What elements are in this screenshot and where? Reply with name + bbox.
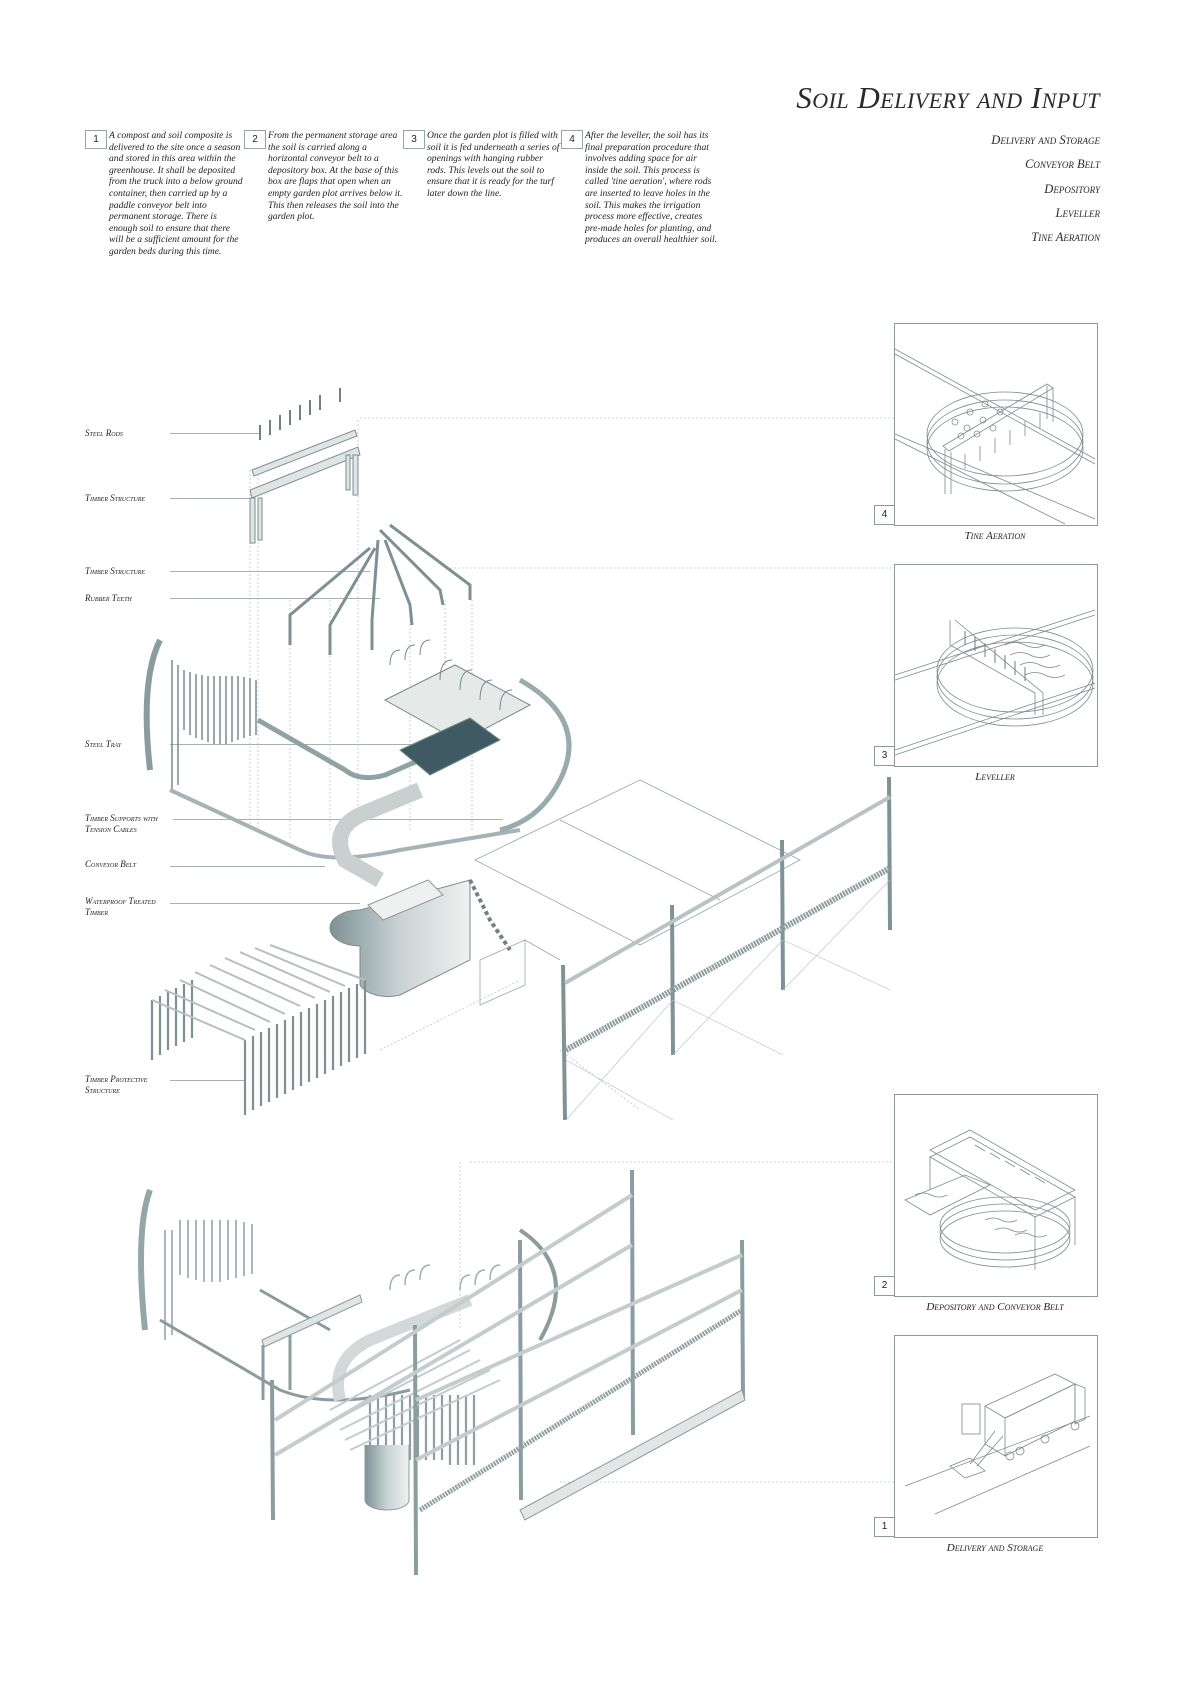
steel-rods <box>259 388 341 440</box>
panel-number: 1 <box>874 1517 895 1537</box>
detail-panel-leveller <box>894 564 1098 767</box>
leader-line <box>170 744 420 745</box>
leveller-sketch <box>894 609 1096 756</box>
label-timber-structure: Timber Structure <box>85 493 146 503</box>
assembled-axonometric <box>138 1169 746 1576</box>
timber-protective-structure <box>150 980 367 1115</box>
conveyor-belt <box>332 782 424 887</box>
panel-number: 3 <box>874 746 895 766</box>
depository-sketch <box>904 1129 1076 1270</box>
label-timber-supports: Timber Supports with Tension Cables <box>85 813 158 834</box>
delivery-truck-sketch <box>904 1373 1091 1515</box>
label-timber-protective-structure: Timber Protective Structure <box>85 1074 148 1095</box>
detail-panel-delivery <box>894 1335 1098 1538</box>
panel-caption: Leveller <box>975 771 1015 783</box>
step-description: Once the garden plot is filled with soil… <box>427 130 560 199</box>
label-timber-structure: Timber Structure <box>85 566 146 576</box>
panel-caption: Delivery and Storage <box>946 1542 1044 1554</box>
below-ground-container <box>329 879 512 998</box>
step-description: After the leveller, the soil has its fin… <box>585 130 718 246</box>
label-rubber-teeth: Rubber Teeth <box>85 593 132 603</box>
step-description: A compost and soil composite is delivere… <box>109 130 243 257</box>
tine-timber-structure <box>249 429 361 544</box>
contents-item: Depository <box>1044 181 1100 196</box>
label-conveyor-belt: Conveyor Belt <box>85 859 136 869</box>
page-title: Soil Delivery and Input <box>796 80 1100 115</box>
depository-box <box>383 639 532 776</box>
leader-line <box>170 903 360 904</box>
garden-plot-wireframe <box>474 779 801 1006</box>
label-steel-tray: Steel Tray <box>85 739 122 749</box>
leader-line <box>170 1080 245 1081</box>
step-number: 3 <box>403 130 425 149</box>
leader-line <box>170 571 370 572</box>
contents-item: Delivery and Storage <box>991 133 1100 147</box>
panel-number: 2 <box>874 1276 895 1296</box>
label-steel-rods: Steel Rods <box>85 428 123 438</box>
curved-timber-screen <box>143 638 257 790</box>
leader-line <box>170 866 325 867</box>
leveller-structure <box>288 523 472 655</box>
contents-list: Delivery and Storage Conveyor Belt Depos… <box>991 128 1100 249</box>
leader-line <box>170 498 250 499</box>
belt-track <box>256 717 421 781</box>
panel-caption: Tine Aeration <box>964 530 1026 542</box>
tine-aeration-sketch <box>894 348 1096 525</box>
conveyor-frame <box>561 776 892 1121</box>
panel-caption: Depository and Conveyor Belt <box>926 1301 1064 1313</box>
leader-line <box>173 819 503 820</box>
detail-panel-depository <box>894 1094 1098 1297</box>
label-waterproof-timber: Waterproof Treated Timber <box>85 896 156 917</box>
contents-item: Conveyor Belt <box>1025 157 1100 172</box>
leader-line <box>170 598 380 599</box>
contents-item: Leveller <box>1055 205 1100 220</box>
step-number: 1 <box>85 130 107 149</box>
leader-line <box>170 433 260 434</box>
step-description: From the permanent storage area the soil… <box>268 130 403 223</box>
panel-number: 4 <box>874 505 895 525</box>
contents-item: Tine Aeration <box>1031 230 1100 245</box>
step-number: 2 <box>244 130 266 149</box>
step-number: 4 <box>561 130 583 149</box>
detail-panel-tine-aeration <box>894 323 1098 526</box>
